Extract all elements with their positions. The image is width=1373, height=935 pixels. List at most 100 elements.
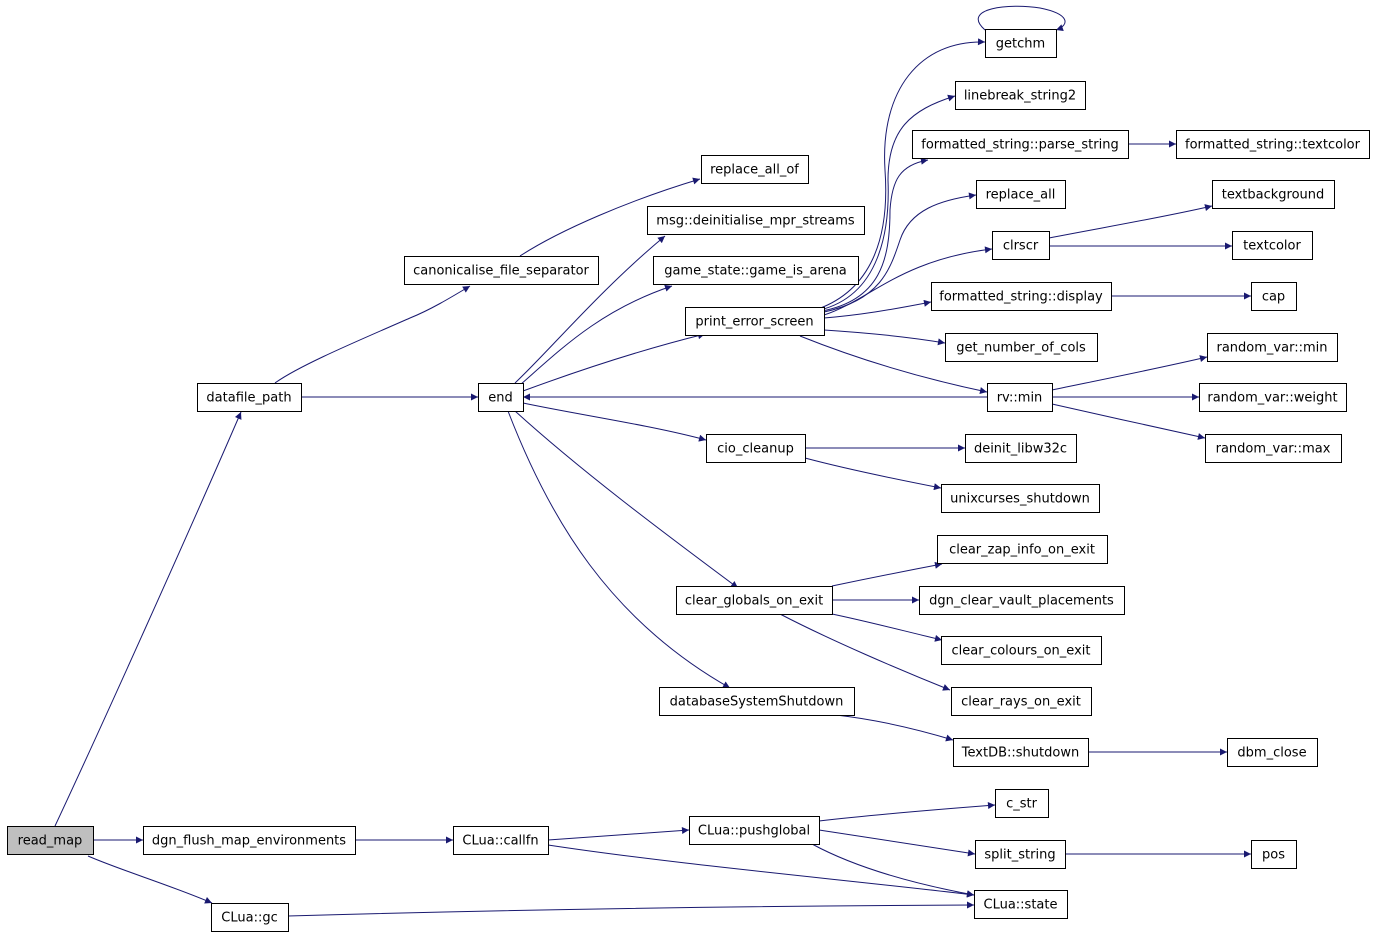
node-print-error-screen[interactable]: print_error_screen — [685, 307, 825, 336]
node-box — [987, 383, 1053, 412]
node-cap[interactable]: cap — [1251, 282, 1297, 311]
edge-clrscr-to-textbackground — [1048, 204, 1213, 239]
node-clrscr[interactable]: clrscr — [992, 231, 1050, 260]
edge-print_error_screen-to-linebreak_string2 — [819, 94, 956, 311]
node-textcolor[interactable]: textcolor — [1232, 231, 1313, 260]
node-end[interactable]: end — [478, 383, 524, 412]
edge-read_map-to-datafile_path — [54, 411, 242, 827]
node-clua-callfn[interactable]: CLua::callfn — [453, 826, 549, 855]
edge-clua_callfn-to-clua_pushglobal — [547, 827, 690, 841]
node-pos[interactable]: pos — [1251, 840, 1297, 869]
node-game-is-arena[interactable]: game_state::game_is_arena — [653, 256, 859, 285]
node-dgn-flush-map-environments[interactable]: dgn_flush_map_environments — [143, 826, 356, 855]
node-clua-state[interactable]: CLua::state — [974, 890, 1068, 919]
node-cio-cleanup[interactable]: cio_cleanup — [706, 434, 806, 463]
node-replace-all-of[interactable]: replace_all_of — [701, 155, 809, 184]
node-canonicalise-file-separator[interactable]: canonicalise_file_separator — [404, 256, 599, 285]
node-clua-pushglobal[interactable]: CLua::pushglobal — [689, 816, 820, 845]
node-box — [653, 256, 859, 285]
edge-line — [522, 402, 707, 442]
edge-line — [507, 410, 731, 689]
edge-line — [821, 157, 929, 312]
edge-clua_pushglobal-to-c_str — [818, 802, 996, 822]
node-random-var-weight[interactable]: random_var::weight — [1199, 383, 1347, 412]
node-msg-deinit[interactable]: msg::deinitialise_mpr_streams — [647, 206, 865, 235]
edge-print_error_screen-to-replace_all — [823, 192, 977, 313]
node-linebreak-string2[interactable]: linebreak_string2 — [955, 81, 1086, 110]
edge-line — [547, 827, 690, 841]
node-clear-zap-info-on-exit[interactable]: clear_zap_info_on_exit — [937, 535, 1108, 564]
node-label: CLua::state — [984, 898, 1058, 913]
node-box — [1251, 840, 1297, 869]
node-box — [1199, 383, 1347, 412]
node-split-string[interactable]: split_string — [975, 840, 1066, 869]
node-box — [931, 282, 1112, 311]
node-clear-rays-on-exit[interactable]: clear_rays_on_exit — [951, 687, 1092, 716]
edge-clear_globals_on_exit-to-clear_rays_on_exit — [779, 613, 951, 691]
node-label: unixcurses_shutdown — [950, 492, 1090, 507]
node-box — [7, 826, 94, 855]
node-c-str[interactable]: c_str — [995, 789, 1049, 818]
node-box — [941, 636, 1102, 665]
node-box — [701, 155, 809, 184]
node-box — [211, 903, 289, 932]
edge-line — [831, 613, 943, 642]
node-label: linebreak_string2 — [964, 89, 1076, 104]
edge-line — [547, 844, 975, 898]
node-unixcurses-shutdown[interactable]: unixcurses_shutdown — [941, 484, 1100, 513]
node-random-var-max[interactable]: random_var::max — [1205, 434, 1342, 463]
edge-line — [811, 843, 975, 898]
node-textbackground[interactable]: textbackground — [1212, 180, 1335, 209]
node-box — [1227, 738, 1318, 767]
node-deinit-libw32c[interactable]: deinit_libw32c — [965, 434, 1077, 463]
node-read-map[interactable]: read_map — [7, 826, 94, 855]
edge-clua_pushglobal-to-split_string — [818, 829, 976, 857]
node-box — [478, 383, 524, 412]
node-label: pos — [1262, 848, 1285, 863]
node-box — [647, 206, 865, 235]
node-clua-gc[interactable]: CLua::gc — [211, 903, 289, 932]
node-clear-globals-on-exit[interactable]: clear_globals_on_exit — [676, 586, 833, 615]
edge-clua_callfn-to-clua_state — [547, 844, 975, 898]
node-label: print_error_screen — [695, 315, 813, 330]
node-parse-string[interactable]: formatted_string::parse_string — [912, 130, 1129, 159]
node-box — [404, 256, 599, 285]
node-get-number-of-cols[interactable]: get_number_of_cols — [945, 333, 1098, 362]
node-label: cio_cleanup — [717, 442, 794, 457]
node-label: get_number_of_cols — [956, 341, 1086, 356]
node-databaseSystemShutdown[interactable]: databaseSystemShutdown — [659, 687, 855, 716]
node-dbm-close[interactable]: dbm_close — [1227, 738, 1318, 767]
node-fs-display[interactable]: formatted_string::display — [931, 282, 1112, 311]
edge-line — [519, 177, 701, 257]
node-label: game_state::game_is_arena — [664, 264, 847, 279]
node-box — [955, 81, 1086, 110]
node-label: databaseSystemShutdown — [670, 695, 844, 710]
node-box — [985, 29, 1057, 58]
node-random-var-min[interactable]: random_var::min — [1207, 333, 1338, 362]
node-box — [965, 434, 1077, 463]
node-datafile-path[interactable]: datafile_path — [197, 383, 302, 412]
node-label: dgn_flush_map_environments — [152, 834, 346, 849]
edge-line — [831, 561, 943, 587]
node-dgn-clear-vault-placements[interactable]: dgn_clear_vault_placements — [919, 586, 1125, 615]
edge-clear_globals_on_exit-to-clear_zap_info_on_exit — [831, 561, 943, 587]
node-label: datafile_path — [206, 391, 291, 406]
node-fs-textcolor[interactable]: formatted_string::textcolor — [1176, 130, 1370, 159]
node-clear-colours-on-exit[interactable]: clear_colours_on_exit — [941, 636, 1102, 665]
node-getchm[interactable]: getchm — [985, 29, 1057, 58]
node-box — [1251, 282, 1297, 311]
node-label: textcolor — [1243, 239, 1301, 254]
edge-print_error_screen-to-fs_display — [823, 299, 932, 319]
edge-line — [818, 829, 976, 857]
edge-rv_min-to-random_var_max — [1051, 403, 1206, 440]
node-replace-all[interactable]: replace_all — [976, 180, 1066, 209]
node-box — [995, 789, 1049, 818]
edge-clua_gc-to-clua_state — [287, 901, 975, 917]
node-rv-min[interactable]: rv::min — [987, 383, 1053, 412]
edge-line — [823, 299, 932, 319]
node-label: formatted_string::display — [939, 290, 1103, 305]
node-textdb-shutdown[interactable]: TextDB::shutdown — [953, 738, 1089, 767]
edge-line — [287, 901, 975, 917]
edge-read_map-to-clua_gc — [87, 855, 213, 904]
edge-print_error_screen-to-get_number_of_cols — [823, 329, 946, 346]
